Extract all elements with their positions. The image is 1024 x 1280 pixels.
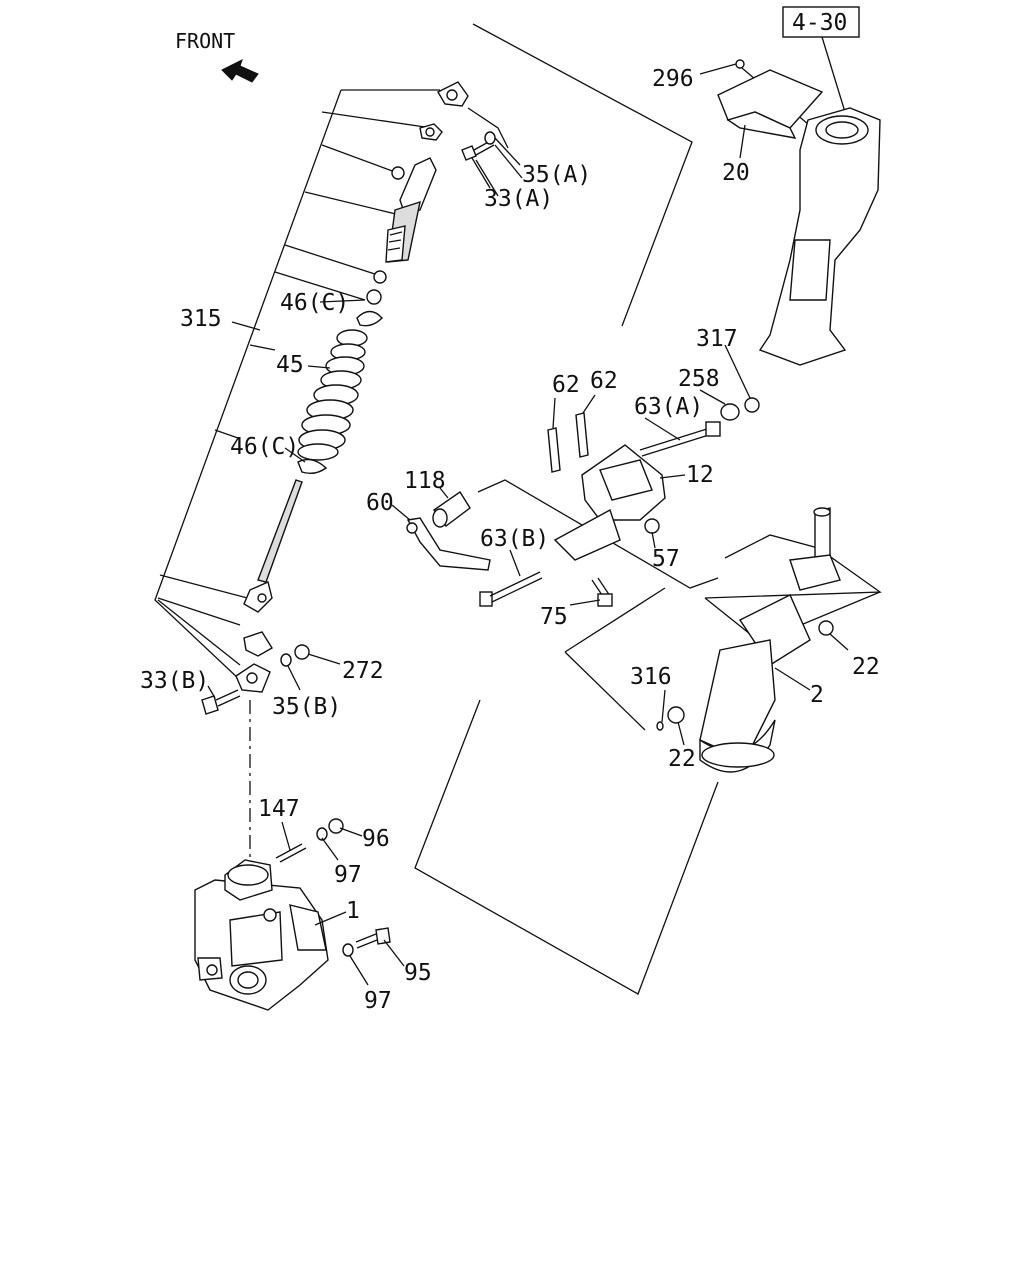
callout-95[interactable]: 95 bbox=[404, 960, 432, 986]
washer-35a[interactable] bbox=[484, 131, 496, 145]
callout-12[interactable]: 12 bbox=[686, 462, 714, 488]
clip-316[interactable] bbox=[656, 721, 664, 731]
bolt-95[interactable] bbox=[355, 927, 391, 949]
callout-62-right[interactable]: 62 bbox=[590, 368, 618, 394]
callout-46c-top[interactable]: 46(C) bbox=[280, 290, 349, 316]
callout-315[interactable]: 315 bbox=[180, 306, 222, 332]
nut-96[interactable] bbox=[328, 818, 344, 834]
callout-2[interactable]: 2 bbox=[810, 682, 824, 708]
reference-label: 4-30 bbox=[792, 10, 847, 36]
clamp-46c-bottom[interactable] bbox=[297, 458, 328, 475]
bushing-118[interactable] bbox=[432, 491, 471, 528]
front-arrow-icon bbox=[221, 59, 259, 83]
callout-118[interactable]: 118 bbox=[404, 468, 446, 494]
callout-258[interactable]: 258 bbox=[678, 366, 720, 392]
callout-35b[interactable]: 35(B) bbox=[272, 694, 341, 720]
nut-22-lower[interactable] bbox=[667, 706, 685, 724]
callout-45[interactable]: 45 bbox=[276, 352, 304, 378]
callout-97-upper[interactable]: 97 bbox=[334, 862, 362, 888]
nut-46c-top[interactable] bbox=[356, 270, 387, 327]
callout-57[interactable]: 57 bbox=[652, 546, 680, 572]
intermediate-shaft-lower[interactable] bbox=[243, 479, 303, 613]
nut-57[interactable] bbox=[644, 518, 660, 534]
callout-75[interactable]: 75 bbox=[540, 604, 568, 630]
callout-33b[interactable]: 33(B) bbox=[140, 668, 209, 694]
callout-317[interactable]: 317 bbox=[696, 326, 738, 352]
column-cover-20[interactable] bbox=[717, 69, 824, 139]
bolt-33b[interactable] bbox=[201, 689, 241, 715]
intermediate-shaft-upper[interactable] bbox=[385, 157, 437, 263]
nut-272[interactable] bbox=[294, 644, 310, 660]
steering-boot-45[interactable] bbox=[297, 329, 368, 461]
callout-62-left[interactable]: 62 bbox=[552, 372, 580, 398]
callout-296[interactable]: 296 bbox=[652, 66, 694, 92]
front-label: FRONT bbox=[175, 29, 235, 53]
callout-97-lower[interactable]: 97 bbox=[364, 988, 392, 1014]
bolt-63b[interactable] bbox=[479, 571, 543, 607]
bolt-75[interactable] bbox=[591, 577, 613, 607]
callout-60[interactable]: 60 bbox=[366, 490, 394, 516]
nut-258[interactable] bbox=[720, 403, 740, 421]
nut-22-right[interactable] bbox=[818, 620, 834, 636]
washer-35b[interactable] bbox=[280, 653, 292, 667]
callout-33a[interactable]: 33(A) bbox=[484, 186, 553, 212]
washer-97-upper[interactable] bbox=[316, 827, 328, 841]
tilt-lever-60[interactable] bbox=[406, 517, 491, 571]
upper-universal-joint[interactable] bbox=[419, 81, 469, 141]
bracket-outline bbox=[414, 699, 719, 995]
callout-316[interactable]: 316 bbox=[630, 664, 672, 690]
callout-22-lower[interactable]: 22 bbox=[668, 746, 696, 772]
column-outline bbox=[472, 23, 693, 327]
washer-97-lower[interactable] bbox=[342, 943, 354, 957]
bolt-63a[interactable] bbox=[639, 421, 721, 457]
callout-63b[interactable]: 63(B) bbox=[480, 526, 549, 552]
column-shroud[interactable] bbox=[758, 107, 881, 366]
callout-272[interactable]: 272 bbox=[342, 658, 384, 684]
stud-147[interactable] bbox=[275, 843, 307, 863]
spring-62-right[interactable] bbox=[575, 412, 589, 458]
callout-20[interactable]: 20 bbox=[722, 160, 750, 186]
callout-22-right[interactable]: 22 bbox=[852, 654, 880, 680]
steering-column-2[interactable] bbox=[699, 507, 841, 773]
callout-63a[interactable]: 63(A) bbox=[634, 394, 703, 420]
callout-96[interactable]: 96 bbox=[362, 826, 390, 852]
spring-62-left[interactable] bbox=[547, 427, 561, 473]
tilt-bracket-12[interactable] bbox=[553, 444, 666, 561]
callout-35a[interactable]: 35(A) bbox=[522, 162, 591, 188]
lower-universal-joint[interactable] bbox=[235, 631, 273, 693]
reference-box[interactable]: 4-30 bbox=[782, 6, 860, 38]
steering-gearbox-1[interactable] bbox=[194, 859, 329, 1011]
callout-1[interactable]: 1 bbox=[346, 898, 360, 924]
callout-46c-bottom[interactable]: 46(C) bbox=[230, 434, 299, 460]
washer-317[interactable] bbox=[744, 397, 760, 413]
callout-147[interactable]: 147 bbox=[258, 796, 300, 822]
bolt-33a[interactable] bbox=[461, 139, 495, 161]
